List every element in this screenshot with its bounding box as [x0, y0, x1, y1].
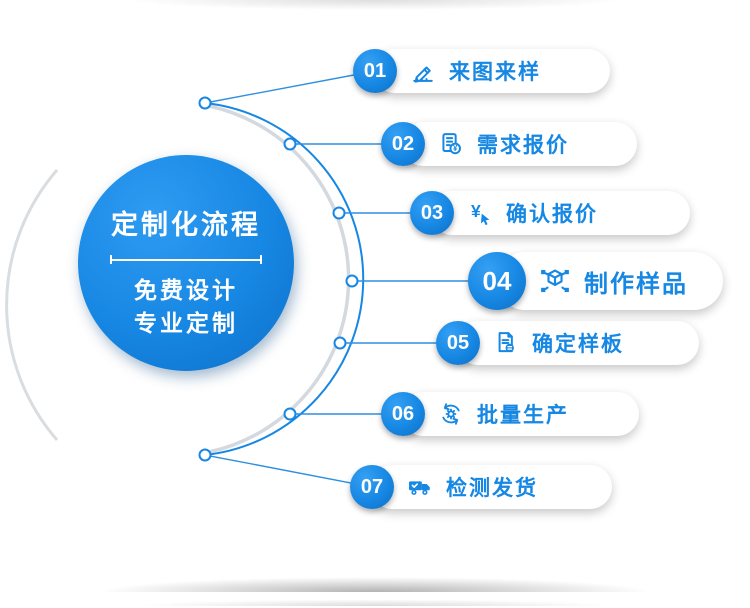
step-number-badge: 07	[350, 465, 394, 509]
svg-text:¥: ¥	[453, 144, 458, 153]
step-row-02: 02 ¥ 需求报价	[381, 122, 637, 166]
gear-sync-icon	[437, 400, 465, 428]
left-decorative-arc	[5, 169, 59, 441]
hub-subtitle-1: 免费设计	[134, 277, 238, 303]
step-label: 批量生产	[477, 404, 569, 427]
document-list-icon	[492, 329, 520, 357]
hub-circle: 定制化流程 免费设计 专业定制	[78, 155, 294, 371]
hub-title: 定制化流程	[111, 210, 261, 240]
truck-icon	[406, 473, 434, 501]
step-label: 需求报价	[477, 134, 569, 157]
step-number-badge: 03	[410, 191, 454, 235]
step-pill: 来图来样	[373, 49, 610, 93]
step-label: 确认报价	[506, 203, 598, 226]
yen-cursor-icon: ¥	[466, 199, 494, 227]
step-pill: 检测发货	[370, 465, 612, 509]
step-pill: 确定样板	[456, 321, 699, 365]
step-row-03: 03 ¥ 确认报价	[410, 191, 690, 235]
step-pill: ¥ 确认报价	[430, 191, 690, 235]
step-number-badge: 05	[436, 321, 480, 365]
hub-subtitle-2: 专业定制	[134, 310, 238, 336]
cube-network-icon	[538, 264, 572, 298]
hub-divider	[110, 255, 262, 264]
step-row-07: 07 检测发货	[350, 465, 612, 509]
svg-text:¥: ¥	[471, 201, 481, 221]
step-row-05: 05 确定样板	[436, 321, 699, 365]
step-label: 确定样板	[532, 333, 624, 356]
step-row-06: 06 批量生产	[381, 392, 639, 436]
pencil-drawing-icon	[409, 57, 437, 85]
step-row-04: 04 制作样品	[468, 252, 723, 310]
step-pill: ¥ 需求报价	[401, 122, 637, 166]
arc-node-dots	[198, 96, 359, 462]
step-number-badge: 02	[381, 122, 425, 166]
step-pill: 制作样品	[496, 252, 723, 310]
step-row-01: 01 来图来样	[353, 49, 610, 93]
document-quote-icon: ¥	[437, 130, 465, 158]
step-number-badge: 01	[353, 49, 397, 93]
step-number-badge: 04	[468, 252, 526, 310]
step-label: 来图来样	[449, 61, 541, 84]
main-arc	[204, 102, 365, 456]
step-number-badge: 06	[381, 392, 425, 436]
step-label: 检测发货	[446, 477, 538, 500]
step-pill: 批量生产	[401, 392, 639, 436]
step-label: 制作样品	[584, 270, 688, 298]
